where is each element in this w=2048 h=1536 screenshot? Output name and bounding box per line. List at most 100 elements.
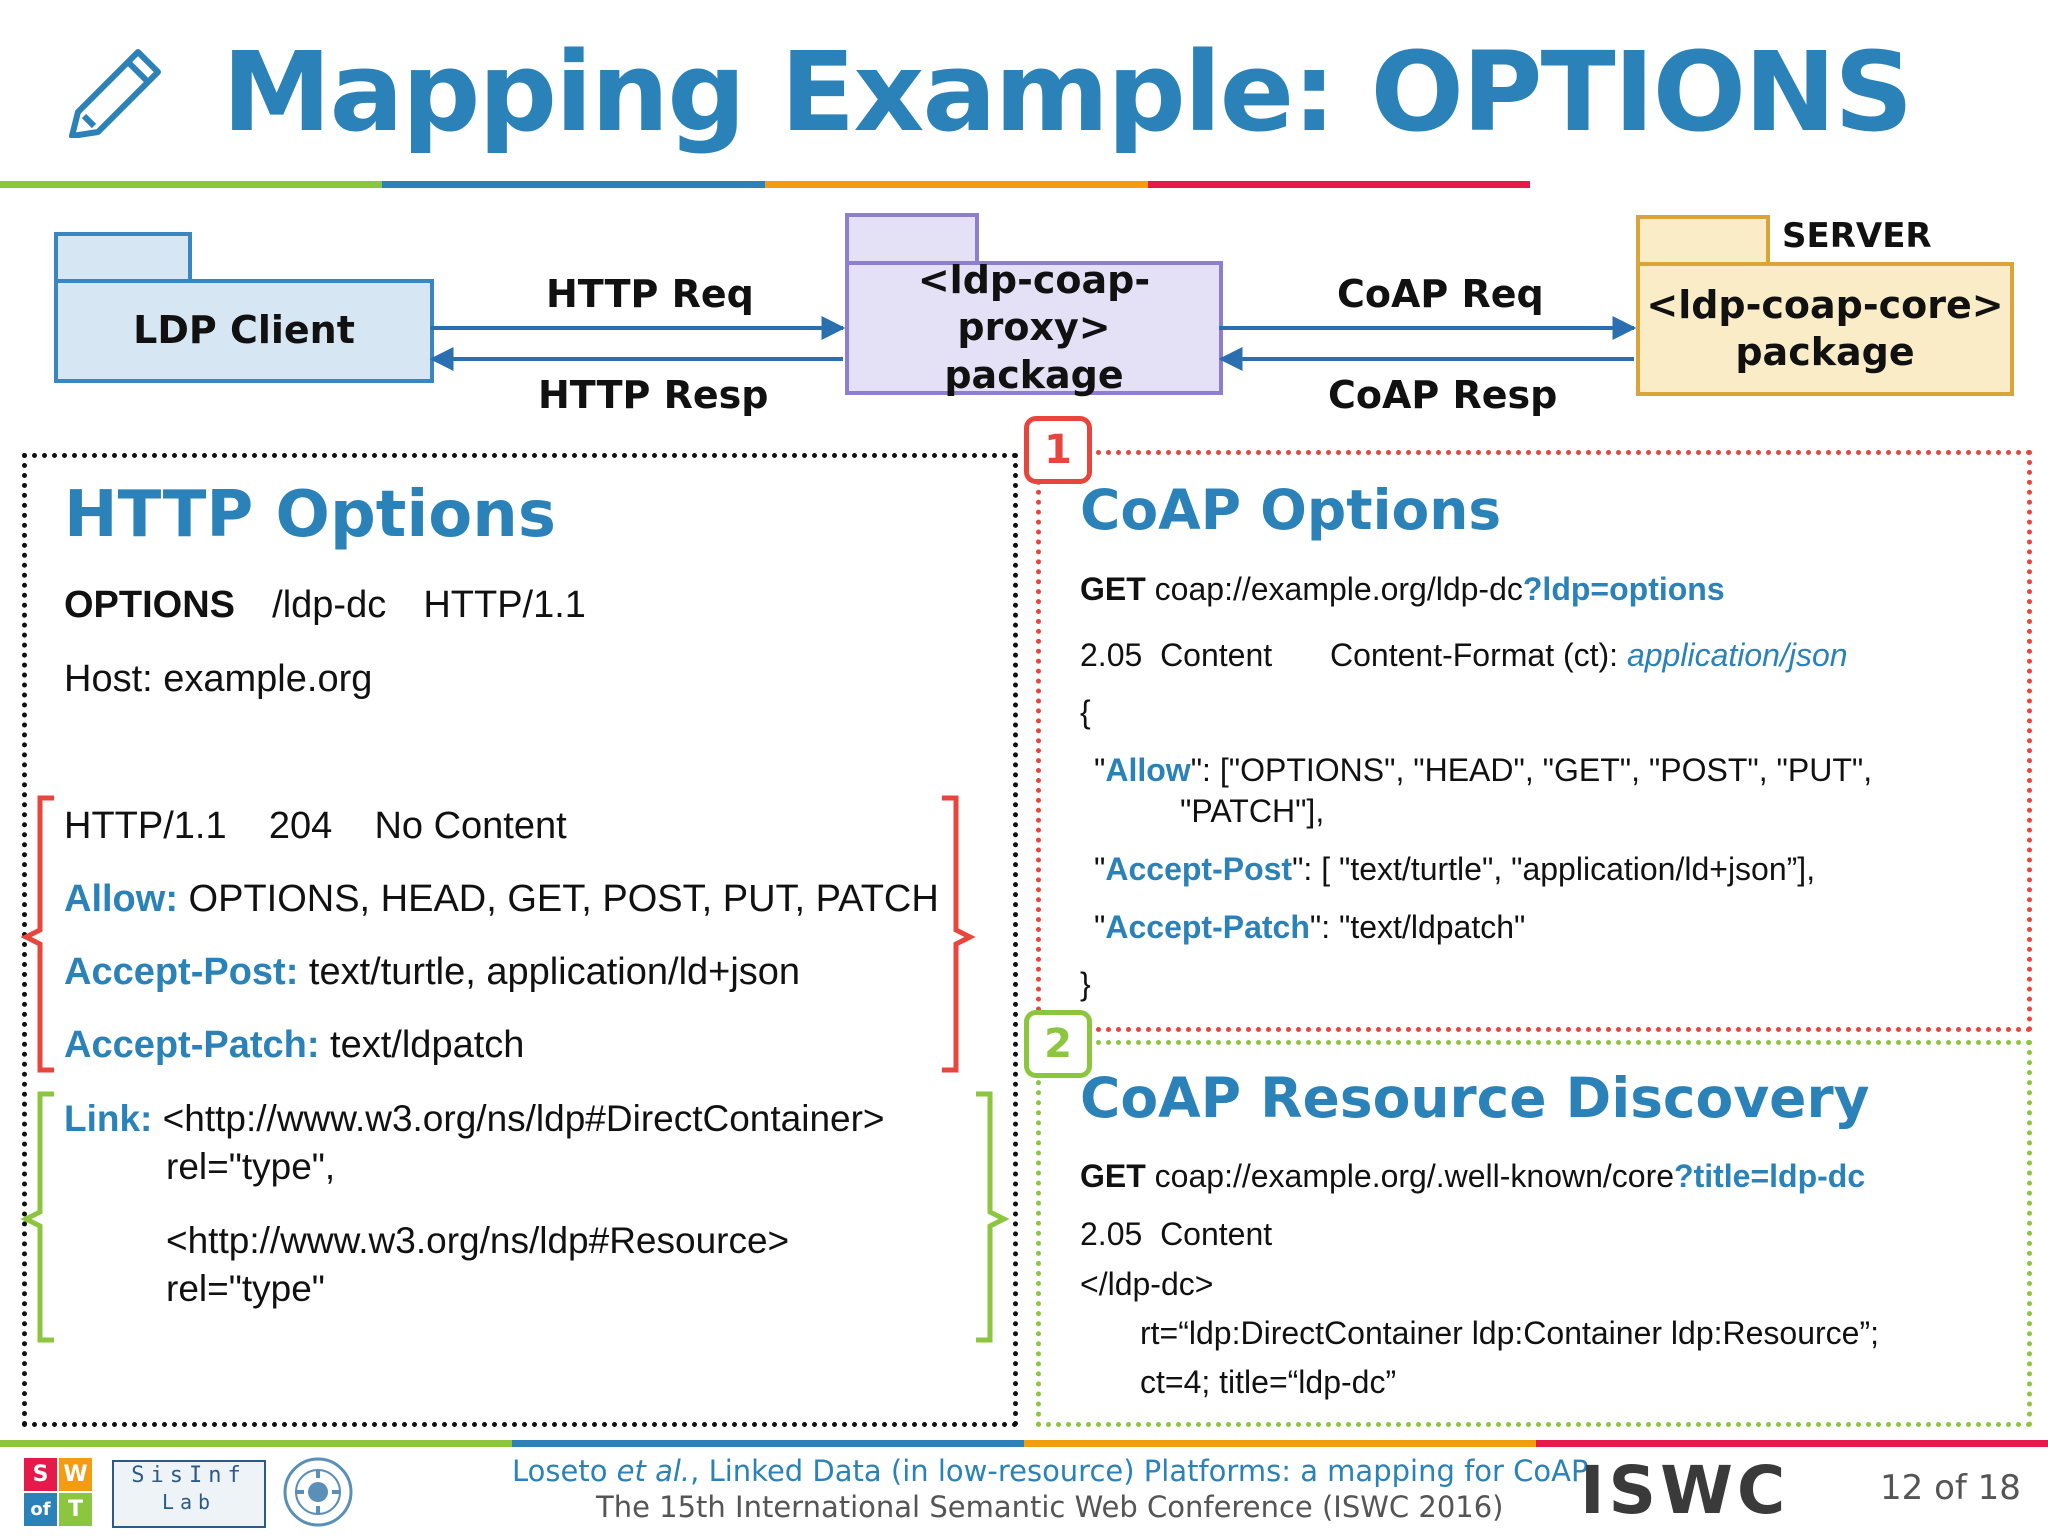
coap-options-patch-val: ": "text/ldpatch" xyxy=(1309,909,1526,945)
coap-discovery-get-uri: coap://example.org/.well-known/core xyxy=(1145,1158,1675,1194)
coap-discovery-rt-line: rt=“ldp:DirectContainer ldp:Container ld… xyxy=(1140,1315,1880,1351)
http-allow-line: Allow: OPTIONS, HEAD, GET, POST, PUT, PA… xyxy=(64,878,939,921)
http-link-key: Link: xyxy=(64,1098,153,1139)
http-version: HTTP/1.1 xyxy=(423,584,586,626)
university-seal-icon xyxy=(283,1457,353,1527)
http-method: OPTIONS xyxy=(64,584,236,626)
coap-discovery-get-label: GET xyxy=(1080,1158,1146,1194)
server-tag: SERVER xyxy=(1782,216,1932,256)
coap-options-status: 2.05 Content xyxy=(1080,637,1273,673)
swot-letter-w: W xyxy=(59,1458,92,1491)
coap-options-get-query: ?ldp=options xyxy=(1522,571,1725,607)
footer-citation: Loseto et al., Linked Data (in low-resou… xyxy=(512,1454,1589,1488)
http-accept-post-key: Accept-Post: xyxy=(64,951,299,993)
coap-discovery-heading: CoAP Resource Discovery xyxy=(1080,1066,1870,1130)
coap-options-open-brace: { xyxy=(1080,694,1091,730)
http-allow-val: OPTIONS, HEAD, GET, POST, PUT, PATCH xyxy=(177,878,939,920)
coap-options-allow-quote: " xyxy=(1094,752,1106,788)
http-accept-post-line: Accept-Post: text/turtle, application/ld… xyxy=(64,951,800,994)
http-req-label: HTTP Req xyxy=(546,272,754,316)
green-left-brace xyxy=(20,1091,54,1343)
http-link-val2: <http://www.w3.org/ns/ldp#Resource> xyxy=(166,1220,790,1261)
coap-discovery-ct-line: ct=4; title=“ldp-dc” xyxy=(1140,1364,1397,1400)
coap-discovery-panel xyxy=(1036,1040,2032,1427)
http-accept-patch-val: text/ldpatch xyxy=(319,1024,525,1066)
http-accept-patch-key: Accept-Patch: xyxy=(64,1024,320,1066)
coap-discovery-badge: 2 xyxy=(1024,1010,1092,1078)
citation-author: Loseto xyxy=(512,1454,617,1488)
coap-options-post-val: ": [ "text/turtle", "application/ld+json… xyxy=(1292,851,1816,887)
proxy-line2: package xyxy=(944,352,1124,397)
swot-letter-of: of xyxy=(24,1493,57,1526)
http-options-heading: HTTP Options xyxy=(64,478,556,552)
http-link-rel2: rel="type" xyxy=(166,1268,325,1309)
http-allow-key: Allow: xyxy=(64,878,178,920)
swot-letter-t: T xyxy=(59,1493,92,1526)
swot-letter-s: S xyxy=(24,1458,57,1491)
citation-title: , Linked Data (in low-resource) Platform… xyxy=(690,1454,1589,1488)
coap-options-badge: 1 xyxy=(1024,416,1092,484)
page-number: 12 of 18 xyxy=(1880,1468,2021,1508)
coap-discovery-get-line: GET coap://example.org/.well-known/core?… xyxy=(1080,1158,1865,1195)
coap-options-patch-quote: " xyxy=(1094,909,1106,945)
citation-etal: et al. xyxy=(616,1454,691,1488)
green-right-brace xyxy=(976,1091,1010,1343)
sisinf-logo: SisInf Lab xyxy=(112,1460,266,1528)
proxy-line1: <ldp-coap-proxy> xyxy=(917,257,1151,350)
http-resp-label: HTTP Resp xyxy=(538,373,769,417)
title-divider xyxy=(0,181,1530,188)
swot-logo: S W of T xyxy=(24,1458,92,1526)
http-link-rel1: rel="type", xyxy=(166,1146,336,1187)
red-left-brace xyxy=(20,795,54,1073)
http-path: /ldp-dc xyxy=(272,584,387,626)
http-accept-post-val: text/turtle, application/ld+json xyxy=(298,951,801,993)
footer-divider xyxy=(0,1440,2048,1447)
server-line1: <ldp-coap-core> xyxy=(1646,282,2004,327)
coap-discovery-get-query: ?title=ldp-dc xyxy=(1674,1158,1866,1194)
coap-options-patch-line: "Accept-Patch": "text/ldpatch" xyxy=(1094,909,1525,946)
coap-options-post-line: "Accept-Post": [ "text/turtle", "applica… xyxy=(1094,851,1815,888)
diagram-arrows xyxy=(429,316,1637,371)
http-request-line: OPTIONS /ldp-dc HTTP/1.1 xyxy=(64,584,586,627)
coap-options-ct-line: Content-Format (ct): application/json xyxy=(1330,637,1848,674)
pencil-icon xyxy=(69,49,161,138)
sisinf-line1: SisInf xyxy=(131,1463,247,1488)
coap-options-patch-key: Accept-Patch xyxy=(1105,909,1310,945)
http-link-line: Link: <http://www.w3.org/ns/ldp#DirectCo… xyxy=(64,1098,885,1140)
coap-options-allow-key: Allow xyxy=(1105,752,1191,788)
server-package: <ldp-coap-core> package xyxy=(1636,262,2014,396)
coap-options-allow-val1: ": ["OPTIONS", "HEAD", "GET", "POST", "P… xyxy=(1190,752,1873,788)
http-host-line: Host: example.org xyxy=(64,658,373,700)
sisinf-line2: Lab xyxy=(161,1490,217,1514)
coap-options-heading: CoAP Options xyxy=(1080,478,1502,542)
server-line2: package xyxy=(1735,330,1915,374)
coap-options-get-uri: coap://example.org/ldp-dc xyxy=(1145,571,1523,607)
coap-options-post-quote: " xyxy=(1094,851,1106,887)
http-status-line: HTTP/1.1 204 No Content xyxy=(64,805,567,847)
slide-title: Mapping Example: OPTIONS xyxy=(222,28,1913,156)
coap-options-get-label: GET xyxy=(1080,571,1146,607)
coap-options-allow-val2: "PATCH"], xyxy=(1180,793,1325,829)
server-package-tab xyxy=(1636,215,1770,269)
coap-resp-label: CoAP Resp xyxy=(1328,373,1558,417)
http-options-panel xyxy=(22,453,1018,1427)
iswc-logo: ISWC xyxy=(1580,1452,1790,1529)
http-link-val1: <http://www.w3.org/ns/ldp#DirectContaine… xyxy=(152,1098,885,1139)
client-label: LDP Client xyxy=(133,308,355,353)
footer-conference: The 15th International Semantic Web Conf… xyxy=(596,1490,1504,1524)
coap-discovery-status: 2.05 Content xyxy=(1080,1216,1273,1252)
http-braces xyxy=(20,795,1010,1343)
red-right-brace xyxy=(942,795,976,1073)
coap-options-get-line: GET coap://example.org/ldp-dc?ldp=option… xyxy=(1080,571,1725,608)
coap-options-close-brace: } xyxy=(1080,966,1091,1002)
coap-options-post-key: Accept-Post xyxy=(1105,851,1293,887)
client-package: LDP Client xyxy=(54,279,434,383)
coap-req-label: CoAP Req xyxy=(1337,272,1544,316)
http-accept-patch-line: Accept-Patch: text/ldpatch xyxy=(64,1024,524,1067)
proxy-package: <ldp-coap-proxy> package xyxy=(845,258,1223,397)
coap-discovery-resource: </ldp-dc> xyxy=(1080,1266,1214,1302)
coap-options-ct-value: application/json xyxy=(1626,637,1848,673)
coap-options-ct-label: Content-Format (ct): xyxy=(1330,637,1627,673)
coap-options-panel xyxy=(1036,450,2032,1032)
coap-options-allow-line: "Allow": ["OPTIONS", "HEAD", "GET", "POS… xyxy=(1094,752,1872,789)
